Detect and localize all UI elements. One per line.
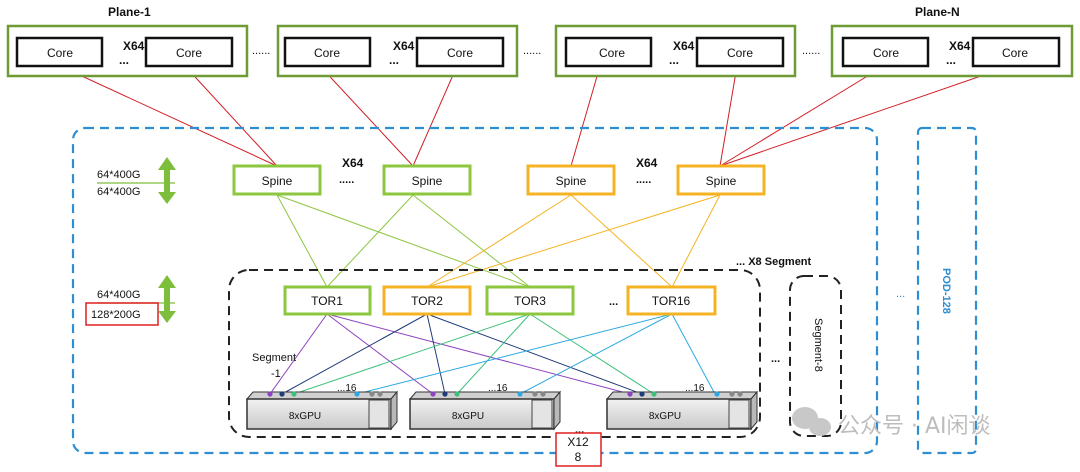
up-down-arrow-icon — [158, 275, 176, 323]
segment-8-label: Segment-8 — [812, 318, 824, 372]
core-switch — [283, 36, 372, 68]
spine-multiplier: X64 — [342, 156, 364, 170]
pod-boundary — [71, 126, 879, 455]
core-switch — [564, 36, 653, 68]
up-down-arrow-icon — [158, 157, 176, 204]
spine-switch: Spine — [382, 164, 472, 196]
plane-multiplier: X64 — [949, 39, 971, 53]
segment-1-label-index: -1 — [271, 368, 281, 380]
core-plane-2: Core Core X64 ... — [276, 24, 519, 78]
core-plane-3: Core Core X64 ... — [554, 24, 797, 78]
pod-128-label: POD-128 — [940, 268, 952, 314]
core-switch — [15, 36, 104, 68]
svg-text:TOR3: TOR3 — [514, 294, 546, 308]
tor-server-links — [269, 313, 716, 395]
plane-multiplier: X64 — [123, 39, 145, 53]
core-label: Core — [599, 46, 625, 60]
core-label: Core — [447, 46, 473, 60]
bandwidth-upper: 64*400G 64*400G — [97, 157, 176, 204]
plane-separator: ...... — [523, 45, 541, 57]
core-plane-1: Core Core X64 ... — [6, 24, 249, 78]
server-label: 8xGPU — [452, 411, 484, 422]
port-count: ...16 — [685, 383, 705, 394]
server-label: 8xGPU — [649, 411, 681, 422]
core-switch — [144, 36, 234, 68]
tor-switch-16: TOR16 — [626, 285, 717, 316]
plane-separator: ...... — [252, 45, 270, 57]
watermark-text: 公众号 · AI闲谈 — [838, 414, 991, 439]
bandwidth-label: 64*400G — [97, 186, 140, 198]
plane-multiplier: X64 — [393, 39, 415, 53]
svg-text:TOR16: TOR16 — [652, 294, 691, 308]
svg-text:TOR2: TOR2 — [411, 294, 443, 308]
svg-text:Spine: Spine — [706, 174, 737, 188]
plane-n-label: Plane-N — [915, 5, 960, 19]
core-switch — [695, 36, 785, 68]
spine-dots: ..... — [636, 174, 651, 186]
tor-switch-3: TOR3 — [485, 285, 575, 316]
svg-text:TOR1: TOR1 — [311, 294, 343, 308]
tor-dots: ... — [609, 296, 618, 308]
spine-multiplier: X64 — [636, 156, 658, 170]
bandwidth-label: 128*200G — [91, 309, 141, 321]
plane-1-label: Plane-1 — [108, 5, 151, 19]
core-label: Core — [873, 46, 899, 60]
core-plane-n: Core Core X64 ... — [830, 24, 1074, 78]
svg-text:Spine: Spine — [556, 174, 587, 188]
core-label: Core — [47, 46, 73, 60]
gpu-server: ...16 8xGPU — [605, 383, 759, 431]
servers-between-dots: ... — [575, 424, 584, 436]
highlight-box — [555, 432, 602, 467]
port-count: ...16 — [488, 383, 508, 394]
plane-separator: ...... — [802, 45, 820, 57]
tor-switch-1: TOR1 — [283, 285, 372, 316]
server-label: 8xGPU — [289, 411, 321, 422]
segment-between-dots: ... — [771, 353, 780, 365]
plane-ellipsis: ... — [669, 53, 679, 67]
svg-text:Spine: Spine — [412, 174, 443, 188]
segment-1-boundary — [228, 269, 761, 438]
tor-switch-2: TOR2 — [382, 285, 472, 316]
plane-ellipsis: ... — [389, 53, 399, 67]
svg-text:Spine: Spine — [262, 174, 293, 188]
segment-multiplier: ... X8 Segment — [736, 256, 812, 268]
core-switch — [971, 36, 1061, 68]
plane-multiplier: X64 — [673, 39, 695, 53]
plane-ellipsis: ... — [119, 53, 129, 67]
segment-8-boundary — [789, 275, 842, 437]
highlight-box — [85, 302, 159, 326]
segment-1-label: Segment — [252, 352, 296, 364]
bandwidth-label: 64*400G — [97, 169, 140, 181]
spine-switch: Spine — [676, 164, 766, 196]
port-count: ...16 — [337, 383, 357, 394]
bandwidth-label: 64*400G — [97, 289, 140, 301]
server-multiplier-suffix: 8 — [575, 450, 582, 464]
wechat-icon — [792, 407, 831, 436]
pod-dots: ... — [896, 288, 905, 300]
spine-switch: Spine — [526, 164, 616, 196]
core-switch — [415, 36, 505, 68]
watermark: 公众号 · AI闲谈 — [792, 407, 991, 439]
bandwidth-lower: 64*400G 128*200G — [85, 275, 176, 326]
spine-tor-links — [276, 194, 721, 288]
core-label: Core — [1002, 46, 1028, 60]
core-spine-links — [59, 65, 1011, 167]
pod-128-boundary — [916, 126, 978, 455]
core-switch — [841, 36, 930, 68]
server-multiplier: X12 — [567, 435, 589, 449]
core-label: Core — [727, 46, 753, 60]
spine-switch: Spine — [232, 164, 322, 196]
core-label: Core — [176, 46, 202, 60]
plane-ellipsis: ... — [946, 53, 956, 67]
spine-dots: ..... — [339, 174, 354, 186]
gpu-server: ...16 8xGPU — [245, 383, 399, 431]
gpu-server: ...16 8xGPU — [408, 383, 562, 431]
core-label: Core — [314, 46, 340, 60]
